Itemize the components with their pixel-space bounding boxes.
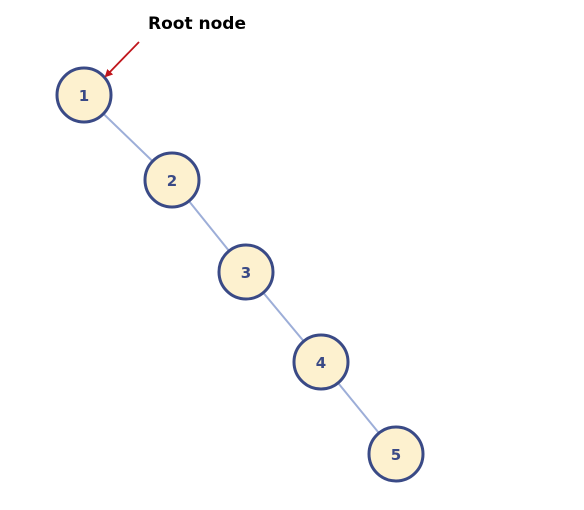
node-label-2: 2 (167, 172, 177, 190)
tree-node-1: 1 (55, 66, 113, 124)
node-circle-3 (217, 243, 275, 301)
tree-node-3: 3 (217, 243, 275, 301)
root-annotation: Root node (104, 14, 246, 78)
node-circle-2 (143, 151, 201, 209)
tree-node-5: 5 (367, 425, 425, 483)
tree-node-2: 2 (143, 151, 201, 209)
node-circle-5 (367, 425, 425, 483)
node-label-5: 5 (391, 446, 401, 464)
node-circle-4 (292, 333, 350, 391)
tree-node-4: 4 (292, 333, 350, 391)
node-circle-1 (55, 66, 113, 124)
node-label-3: 3 (241, 264, 251, 282)
node-label-1: 1 (79, 87, 89, 105)
nodes-layer: 1 2 3 4 5 (55, 66, 425, 483)
node-label-4: 4 (316, 354, 326, 372)
root-pointer-arrow (104, 41, 140, 78)
root-node-label: Root node (148, 14, 246, 34)
